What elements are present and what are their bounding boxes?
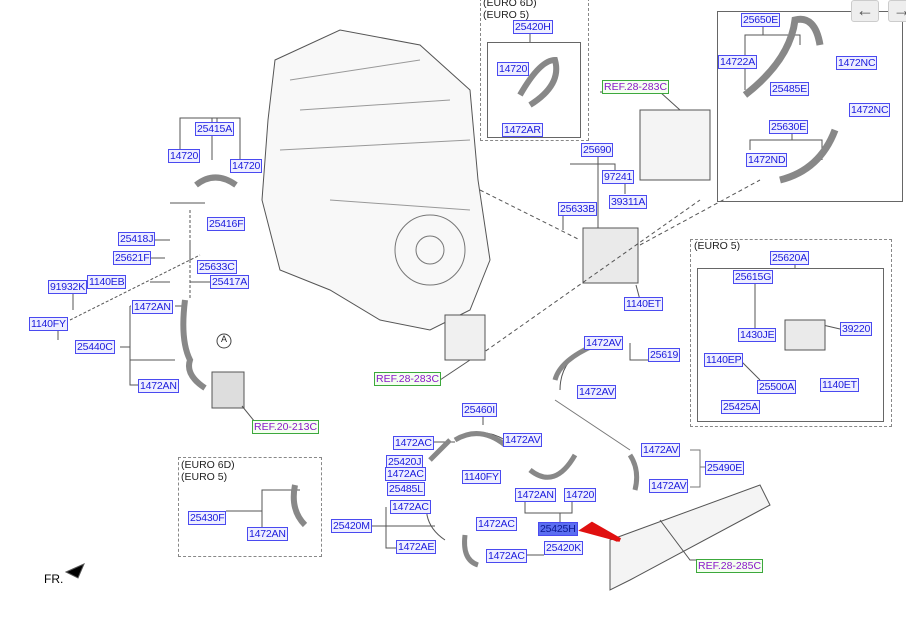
hose-group-box — [717, 11, 903, 202]
part-label[interactable]: 1472AN — [138, 379, 179, 393]
part-label[interactable]: 1472AN — [132, 300, 173, 314]
highlight-arrow — [578, 521, 621, 542]
part-label[interactable]: 1472AC — [390, 500, 431, 514]
circle-a-label: A — [221, 334, 228, 344]
part-label[interactable]: 25420H — [513, 20, 553, 34]
part-label[interactable]: 1472AC — [385, 467, 426, 481]
euro6d-box-top — [480, 0, 589, 141]
ref-link[interactable]: REF.28-285C — [696, 559, 764, 573]
ref-link[interactable]: REF.28-283C — [602, 80, 670, 94]
part-label[interactable]: 1140ET — [820, 378, 859, 392]
engine-block — [261, 29, 491, 331]
next-button[interactable]: → — [888, 0, 906, 22]
part-label[interactable]: 14720 — [230, 159, 263, 173]
part-label[interactable]: 25485E — [770, 82, 810, 96]
part-label[interactable]: 25440C — [75, 340, 115, 354]
euro6d-box-bottom — [178, 457, 322, 557]
part-label[interactable]: 1140EB — [87, 275, 127, 289]
part-label[interactable]: 14722A — [718, 55, 758, 69]
part-label[interactable]: 1472AN — [247, 527, 288, 541]
part-label[interactable]: 1430JE — [738, 328, 777, 342]
part-label[interactable]: 25490E — [705, 461, 745, 475]
part-label[interactable]: 25620A — [770, 251, 810, 265]
part-label[interactable]: 25417A — [210, 275, 250, 289]
part-label[interactable]: 25430F — [188, 511, 227, 525]
part-label[interactable]: 14720 — [564, 488, 597, 502]
part-label[interactable]: 1472ND — [746, 153, 788, 167]
part-label[interactable]: 1472AV — [577, 385, 617, 399]
euro5-text: (EURO 5) — [181, 471, 228, 483]
part-label[interactable]: 25633C — [197, 260, 237, 274]
part-label[interactable]: 39311A — [609, 195, 648, 209]
ref-link[interactable]: REF.20-213C — [252, 420, 320, 434]
part-label[interactable]: 1472NC — [836, 56, 878, 70]
part-label[interactable]: 14720 — [497, 62, 530, 76]
part-label[interactable]: 25460I — [462, 403, 497, 417]
part-label[interactable]: 25630E — [769, 120, 809, 134]
part-label[interactable]: 25500A — [757, 380, 797, 394]
part-label[interactable]: 1472AE — [396, 540, 437, 554]
ref-link[interactable]: REF.28-283C — [374, 372, 442, 386]
part-label[interactable]: 1472AV — [649, 479, 689, 493]
part-label[interactable]: 25415A — [195, 122, 235, 136]
part-label[interactable]: 1472AV — [503, 433, 543, 447]
part-label[interactable]: 1472AC — [393, 436, 434, 450]
part-label[interactable]: 25420K — [544, 541, 584, 555]
part-label[interactable]: 1140ET — [624, 297, 663, 311]
part-label[interactable]: 1140FY — [29, 317, 68, 331]
euro5-text: (EURO 5) — [694, 240, 741, 252]
part-label[interactable]: 25420J — [386, 455, 424, 469]
part-label[interactable]: 25619 — [648, 348, 681, 362]
euro6d-text: (EURO 6D) — [181, 459, 235, 471]
part-label[interactable]: 25690 — [581, 143, 614, 157]
part-label[interactable]: 1472AV — [641, 443, 681, 457]
part-label[interactable]: 25425A — [721, 400, 761, 414]
part-label[interactable]: 25418J — [118, 232, 156, 246]
euro5-box — [690, 239, 892, 427]
part-label[interactable]: 25416F — [207, 217, 246, 231]
part-label[interactable]: 97241 — [602, 170, 635, 184]
euro5-inner-box — [697, 268, 884, 422]
part-label[interactable]: 25650E — [741, 13, 781, 27]
part-label[interactable]: 1472AV — [584, 336, 624, 350]
part-label[interactable]: 1140EP — [704, 353, 744, 367]
part-label[interactable]: 25621F — [113, 251, 152, 265]
euro5-text: (EURO 5) — [483, 9, 530, 21]
part-label[interactable]: 25420M — [331, 519, 372, 533]
part-label[interactable]: 14720 — [168, 149, 201, 163]
part-label[interactable]: 1472AC — [486, 549, 527, 563]
euro6d-text: (EURO 6D) — [483, 0, 537, 9]
part-label[interactable]: 25485L — [387, 482, 425, 496]
part-label[interactable]: 1472NC — [849, 103, 891, 117]
part-label[interactable]: 1472AC — [476, 517, 517, 531]
part-label[interactable]: 1472AN — [515, 488, 556, 502]
part-label[interactable]: 1140FY — [462, 470, 501, 484]
part-label[interactable]: 91932K — [48, 280, 88, 294]
part-label[interactable]: 1472AR — [502, 123, 543, 137]
prev-button[interactable]: ← — [851, 0, 879, 22]
euro6d-inner-box — [487, 42, 581, 138]
front-indicator: FR. — [44, 572, 64, 586]
part-label[interactable]: 25615G — [733, 270, 774, 284]
part-label-selected[interactable]: 25425H — [538, 522, 578, 536]
part-label[interactable]: 39220 — [840, 322, 873, 336]
part-label[interactable]: 25633B — [558, 202, 598, 216]
